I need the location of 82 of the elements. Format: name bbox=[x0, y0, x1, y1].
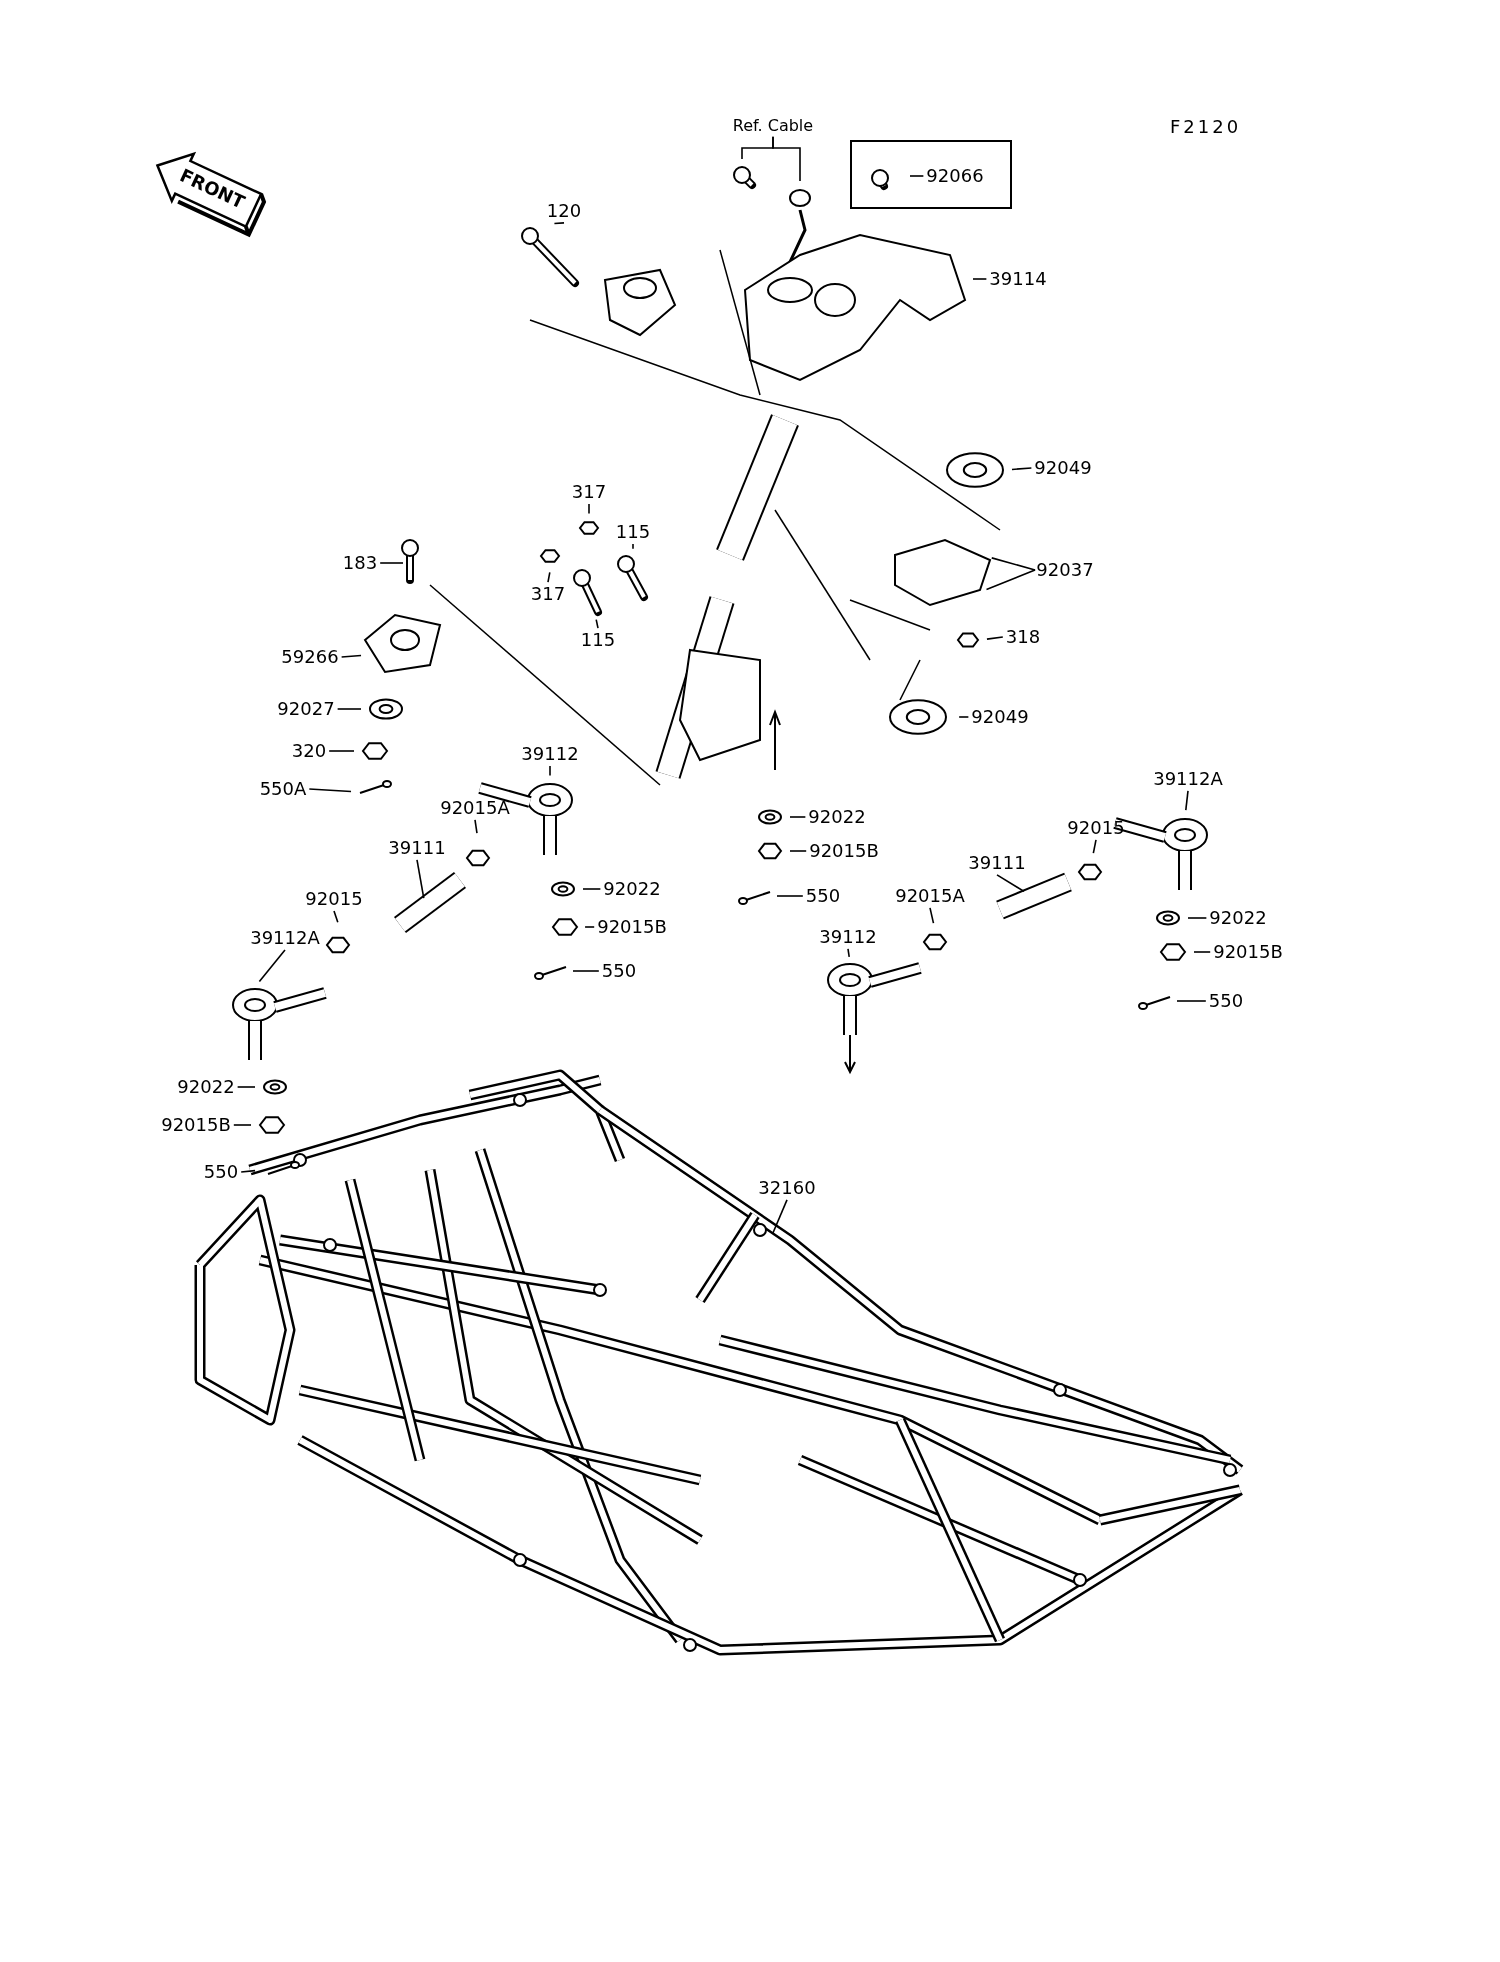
leader-line bbox=[549, 765, 551, 777]
callout-number: 92022 bbox=[177, 1077, 235, 1097]
leader-line bbox=[595, 618, 599, 629]
callout-number: 115 bbox=[615, 522, 651, 542]
callout-number: 115 bbox=[580, 630, 616, 650]
leader-line bbox=[474, 819, 478, 834]
leader-line bbox=[333, 910, 339, 924]
leader-line bbox=[996, 874, 1025, 893]
callout-number: 318 bbox=[1005, 627, 1041, 647]
callout-number: 550A bbox=[259, 779, 307, 799]
callout-number: 92049 bbox=[1034, 458, 1092, 478]
leader-line bbox=[789, 850, 807, 852]
callout-number: 92037 bbox=[1036, 560, 1094, 580]
callout-number: 92015B bbox=[161, 1115, 231, 1135]
callout-number: 120 bbox=[546, 201, 582, 221]
leader-line bbox=[1011, 467, 1033, 471]
leader-line bbox=[985, 569, 1036, 591]
callout-number: 550 bbox=[601, 961, 637, 981]
leader-line bbox=[233, 1124, 252, 1126]
leader-line bbox=[240, 1169, 256, 1173]
leader-line bbox=[1193, 951, 1211, 953]
leader-line bbox=[1176, 1000, 1207, 1002]
callout-number: 92015A bbox=[440, 798, 510, 818]
callout-number: 92015A bbox=[895, 886, 965, 906]
callout-number: 92027 bbox=[277, 699, 335, 719]
callout-number: 92015 bbox=[1067, 818, 1125, 838]
callout-number: 92015 bbox=[305, 889, 363, 909]
leader-line bbox=[379, 562, 404, 564]
callout-number: 39111 bbox=[388, 838, 446, 858]
leader-line bbox=[416, 859, 425, 899]
leader-line bbox=[958, 716, 970, 718]
leader-line bbox=[553, 222, 565, 225]
callout-number: 550 bbox=[203, 1162, 239, 1182]
callout-number: 39112A bbox=[250, 928, 320, 948]
callout-number: Ref. Cable bbox=[732, 117, 814, 135]
callout-number: 92015B bbox=[597, 917, 667, 937]
callout-number: 39111 bbox=[968, 853, 1026, 873]
callout-number: 92066 bbox=[926, 166, 984, 186]
callout-number: 550 bbox=[1208, 991, 1244, 1011]
leader-line bbox=[929, 907, 935, 924]
leader-line bbox=[789, 816, 807, 818]
leader-line bbox=[547, 571, 551, 583]
leader-line bbox=[582, 888, 602, 890]
leader-line bbox=[258, 949, 286, 983]
leader-line bbox=[340, 654, 362, 658]
leader-line bbox=[776, 895, 804, 897]
leader-line bbox=[336, 708, 362, 710]
leader-line bbox=[772, 136, 801, 182]
leader-line bbox=[847, 948, 850, 958]
leader-line bbox=[986, 636, 1004, 640]
leader-line bbox=[1187, 917, 1208, 919]
callout-number: 92022 bbox=[808, 807, 866, 827]
leader-line bbox=[236, 1086, 256, 1088]
leader-line bbox=[909, 175, 925, 177]
callout-number: 317 bbox=[571, 482, 607, 502]
leader-line bbox=[990, 557, 1036, 571]
callout-number: 39114 bbox=[989, 269, 1047, 289]
callout-number: 92022 bbox=[603, 879, 661, 899]
callout-number: 92022 bbox=[1209, 908, 1267, 928]
callout-number: 59266 bbox=[281, 647, 339, 667]
leader-line bbox=[1185, 790, 1189, 811]
drawing-number: F2120 bbox=[1170, 116, 1242, 137]
leader-line bbox=[632, 543, 634, 550]
callout-number: 320 bbox=[291, 741, 327, 761]
leader-line bbox=[588, 503, 590, 515]
leader-line bbox=[308, 788, 352, 793]
callout-number: 92015B bbox=[809, 841, 879, 861]
callout-number: 39112 bbox=[819, 927, 877, 947]
callout-number: 317 bbox=[530, 584, 566, 604]
leader-line bbox=[584, 926, 595, 928]
callout-number: 550 bbox=[805, 886, 841, 906]
leader-line bbox=[771, 1199, 788, 1235]
callout-number: 32160 bbox=[758, 1178, 816, 1198]
callout-number: 183 bbox=[342, 553, 378, 573]
leader-line bbox=[328, 750, 355, 752]
leader-line bbox=[1092, 839, 1097, 854]
leader-line bbox=[572, 970, 600, 972]
callout-number: 39112 bbox=[521, 744, 579, 764]
leader-line bbox=[972, 278, 988, 280]
callout-number: 39112A bbox=[1153, 769, 1223, 789]
callout-number: 92015B bbox=[1213, 942, 1283, 962]
callout-number: 92049 bbox=[971, 707, 1029, 727]
